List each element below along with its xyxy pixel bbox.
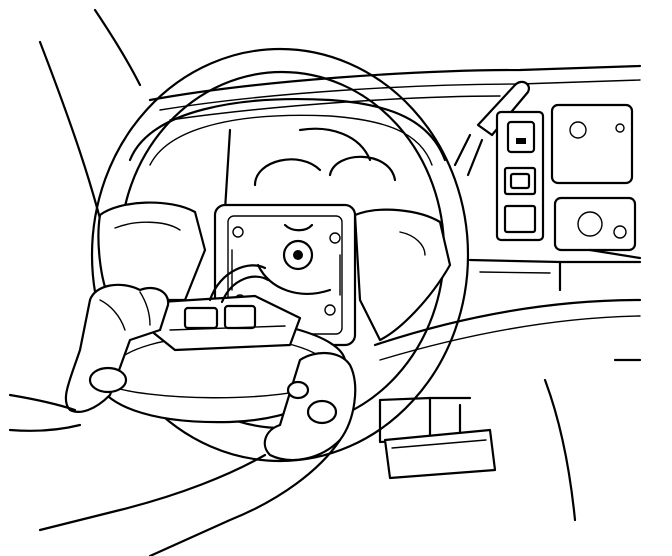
- brake-pedal: [383, 428, 497, 480]
- left-hand: [8, 283, 170, 432]
- instrument-cluster-hood: [128, 97, 447, 212]
- lower-dash-panel: [373, 298, 642, 522]
- column-stalk: [453, 80, 530, 177]
- center-control-panel: [468, 103, 642, 292]
- right-hand: [38, 352, 357, 556]
